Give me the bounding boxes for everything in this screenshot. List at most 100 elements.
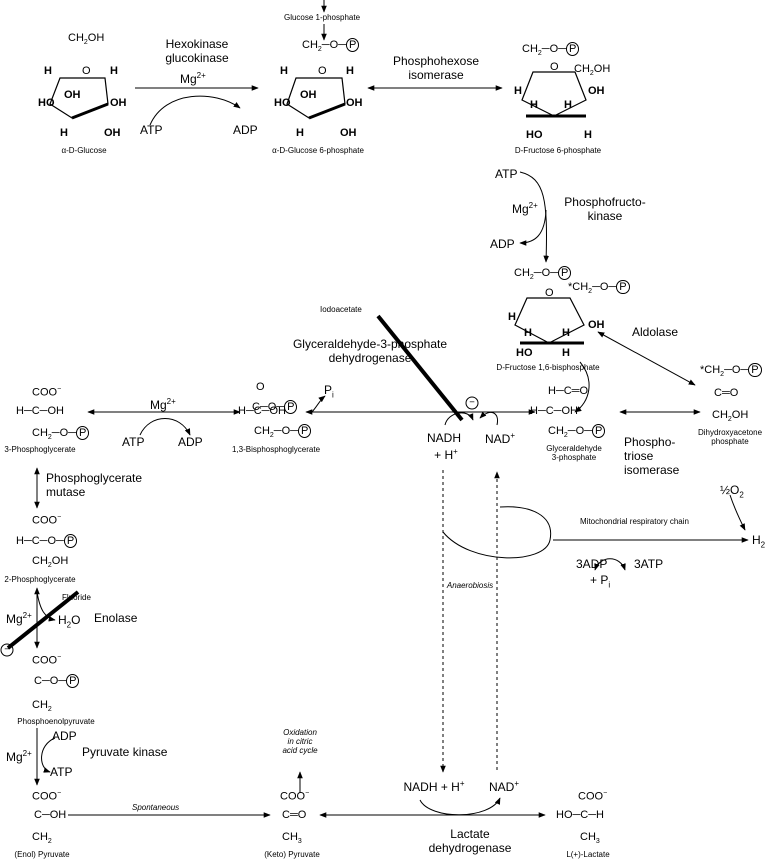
f16bp-h2: H: [524, 327, 532, 339]
gapdh-nadh: NADH: [426, 431, 462, 445]
resp-3adp: 3ADP: [576, 557, 608, 571]
tpi-label: Phospho- triose isomerase: [624, 435, 680, 477]
f16bp-ring: [514, 297, 585, 344]
g6p-oh2: OH: [346, 97, 363, 109]
glucose-o: O: [82, 65, 91, 77]
pgk-adp: ADP: [178, 435, 203, 449]
g6p-h1: H: [280, 65, 288, 77]
ldh-nad-curve: [419, 797, 501, 816]
h2o-curve: [36, 591, 56, 622]
o2-curve: [729, 494, 746, 531]
gap-ch2op: CH2─O─P: [548, 424, 606, 439]
pfk-arrow: [519, 171, 550, 263]
f16bp-oh1: OH: [588, 319, 605, 331]
pep-cop: C─O─P: [34, 674, 80, 688]
enolase-mg: Mg2+: [6, 611, 32, 626]
f16bp-label: D-Fructose 1,6-bisphosphate: [496, 363, 600, 372]
gapdh-hplus: + H+: [434, 447, 458, 462]
minus-circle-enolase: [0, 643, 14, 657]
f6p-oh1: OH: [588, 85, 605, 97]
enol-coh: C─OH: [34, 809, 67, 821]
h2-label: H2: [752, 533, 766, 550]
gap-hcoh: H─C─OH: [530, 405, 578, 417]
atp-adp-hexokinase-curve: [149, 95, 241, 126]
f6p-ch2oh: CH2OH: [574, 63, 611, 78]
keto-label: (Keto) Pyruvate: [264, 850, 320, 859]
bpg-o: O: [256, 381, 265, 393]
resp-pi: + Pi: [590, 573, 611, 590]
bpg-cop: C─O─P: [252, 400, 298, 414]
gapdh-nad: NAD+: [484, 431, 516, 446]
g6p-h3: H: [296, 127, 304, 139]
pg3-ch2op: CH2─O─P: [32, 426, 90, 441]
pep-ch2: CH2: [32, 699, 52, 714]
gap-hco: H─C═O: [548, 385, 589, 397]
g6p-oh1: OH: [300, 89, 317, 101]
pg3-label: 3-Phosphoglycerate: [4, 445, 76, 454]
dhap-ch2oh: CH2OH: [712, 409, 749, 424]
enol-label: (Enol) Pyruvate: [14, 850, 70, 859]
bpg-label: 1,3-Bisphosphoglycerate: [231, 445, 321, 454]
pk-label: Pyruvate kinase: [82, 745, 168, 759]
pep-label: Phosphoenolpyruvate: [17, 717, 95, 726]
resp-atp-curve: [594, 558, 626, 571]
pgk-atp: ATP: [122, 435, 145, 449]
glucose-ch2oh: CH2OH: [68, 32, 105, 47]
f16bp-ch2op2: *CH2─O─P: [568, 280, 630, 295]
minus-circle-gapdh: [465, 396, 479, 410]
f6p-label: D-Fructose 6-phosphate: [514, 146, 602, 155]
f6p-h2: H: [530, 99, 538, 111]
glucose-oh3: OH: [104, 127, 121, 139]
fluoride-label: Fluoride: [62, 593, 91, 602]
glucose-label: α-D-Glucose: [61, 146, 107, 155]
hexokinase-atp: ATP: [140, 123, 163, 137]
pk-atp: ATP: [50, 765, 73, 779]
isomerase-label: Phosphohexose isomerase: [392, 54, 480, 82]
g6p-ho: HO: [274, 97, 291, 109]
pg3-coo: COO−: [32, 386, 62, 399]
hexokinase-label: Hexokinase glucokinase: [165, 37, 229, 65]
lactate-label: L(+)-Lactate: [566, 850, 610, 859]
pfk-adp-curve: [519, 209, 547, 246]
pg2-ch2oh: CH2OH: [32, 555, 69, 570]
resp-chain-label: Mitochondrial respiratory chain: [580, 517, 689, 526]
f6p-ho: HO: [526, 129, 543, 141]
lactate-ch3: CH3: [580, 831, 600, 846]
g1p-label: Glucose 1-phosphate: [283, 13, 361, 22]
resp-chain-loop: [442, 506, 552, 559]
keto-coo: COO−: [280, 790, 310, 803]
o2-label: ½O2: [720, 483, 744, 500]
f6p-h3: H: [564, 99, 572, 111]
gapdh-label: Glyceraldehyde-3-phosphate dehydrogenase: [292, 337, 448, 365]
lactate-coo: COO−: [578, 790, 608, 803]
bpg-hcoh: H─C─OH: [238, 405, 286, 417]
aldolase-gap-arrow: [574, 361, 590, 413]
gapdh-minus: −: [469, 397, 475, 408]
f6p-ring: [521, 71, 587, 117]
pfk-mg: Mg2+: [512, 201, 538, 216]
dhap-co: C═O: [714, 387, 739, 399]
pfk-adp: ADP: [490, 237, 515, 251]
f16bp-h4: H: [562, 347, 570, 359]
f6p-h1: H: [514, 85, 522, 97]
aldolase-dhap-arrow: [597, 331, 696, 386]
keto-co: C═O: [282, 809, 307, 821]
f16bp-ch2op1: CH2─O─P: [514, 266, 572, 281]
glucose-h3: H: [60, 127, 68, 139]
spontaneous-label: Spontaneous: [132, 803, 180, 812]
pk-atp-curve: [41, 737, 56, 773]
f16bp-o: O: [545, 287, 554, 299]
ldh-nadh: NADH + H+: [403, 779, 465, 794]
iodoacetate-label: Iodoacetate: [320, 305, 362, 314]
pg2-label: 2-Phosphoglycerate: [4, 575, 76, 584]
f16bp-h3: H: [562, 327, 570, 339]
pfk-atp: ATP: [495, 167, 518, 181]
anaerobiosis-label: Anaerobiosis: [446, 581, 494, 590]
g6p-oh3: OH: [340, 127, 357, 139]
enolase-minus: −: [4, 644, 10, 655]
f16bp-ho: HO: [516, 347, 533, 359]
iodoacetate-bar: [376, 314, 464, 422]
pi-curve: [311, 395, 326, 413]
ldh-nad: NAD+: [488, 779, 520, 794]
